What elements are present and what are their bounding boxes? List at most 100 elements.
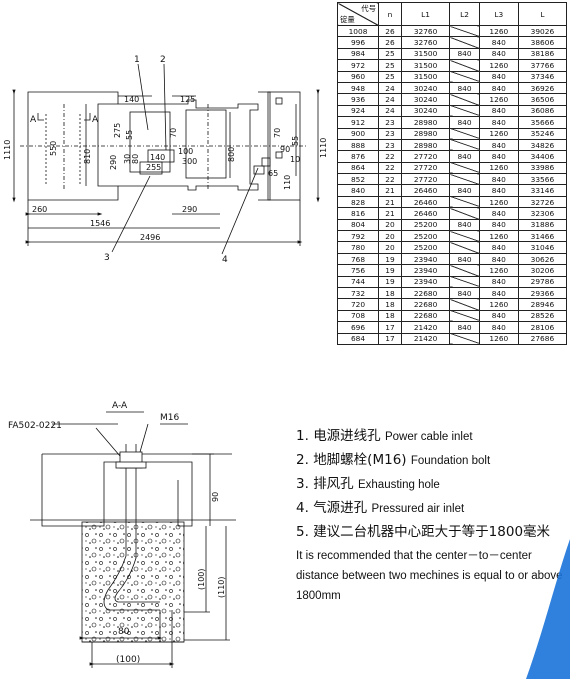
table-cell: 840 [478,36,519,49]
table-cell: 780 [337,241,379,254]
table-cell: 876 [337,150,379,163]
table-cell: 21 [378,184,402,197]
table-cell: 31466 [517,230,568,243]
table-cell: 1260 [478,230,519,243]
legend-item-3: 3. 排风孔 Exhausting hole [296,476,440,492]
table-cell: 36086 [517,104,568,118]
table-cell: 1260 [478,24,519,38]
dim-70-right: 70 [273,128,282,138]
table-cell: 22680 [400,309,451,323]
table-cell: 912 [337,116,379,129]
table-cell: 840 [478,207,519,220]
header-diagonal-cell: 代号 锭量 [337,2,379,26]
table-cell: 31886 [517,218,568,232]
table-cell: 840 [478,47,519,61]
table-cell: 32760 [400,36,451,49]
table-cell: 840 [478,241,519,254]
table-cell: 756 [337,264,379,277]
table-cell: 948 [337,81,379,95]
table-cell: 24 [378,104,402,118]
table-cell [449,264,480,277]
section-mark-left: A [30,115,37,125]
table-cell: 1260 [478,195,519,209]
table-cell: 31500 [400,47,451,61]
inner-block-1 [129,111,171,173]
table-cell: 17 [378,321,402,334]
bolt-size: M16 [160,413,179,423]
table-cell: 840 [449,252,480,266]
table-cell: 1260 [478,161,519,175]
dim-255: 255 [146,163,161,172]
part-number: FA502-0221 [8,421,62,431]
dim-290: 290 [182,205,197,214]
dim-140: 140 [124,95,139,104]
table-cell [449,241,480,254]
table-cell: 840 [449,47,480,61]
table-cell: 28106 [517,321,568,334]
dim-125: 125 [180,95,195,104]
col-header-l2: L2 [449,2,480,26]
dim-550: 550 [49,141,58,156]
table-cell: 21 [378,195,402,209]
table-cell: 31046 [517,241,568,254]
legend-note: It is recommended that the center－to－cen… [296,550,563,602]
table-cell: 20 [378,230,402,243]
table-cell: 32306 [517,207,568,220]
table-cell: 30240 [400,104,451,118]
dim-55-right: 55 [291,136,300,146]
dim-260: 260 [32,205,47,214]
dim-30: 30 [123,154,132,164]
table-cell: 23940 [400,275,451,289]
table-cell: 28980 [400,138,451,152]
table-cell [449,93,480,106]
table-cell: 37346 [517,70,568,83]
dim-2496: 2496 [140,233,160,242]
table-cell: 972 [337,59,379,72]
table-cell: 840 [478,218,519,232]
table-cell: 34406 [517,150,568,163]
table-cell: 28980 [400,127,451,140]
table-cell: 1260 [478,127,519,140]
table-cell: 864 [337,161,379,175]
table-cell: 19 [378,275,402,289]
dim-1546: 1546 [90,219,110,228]
table-cell: 26460 [400,184,451,197]
table-cell: 36926 [517,81,568,95]
table-cell [449,70,480,83]
table-cell: 732 [337,286,379,300]
table-cell: 840 [449,184,480,197]
legend-item-1: 1. 电源进线孔 Power cable inlet [296,428,473,444]
dim-300: 300 [182,157,197,166]
table-cell: 23940 [400,264,451,277]
table-cell [449,59,480,72]
table-cell: 840 [337,184,379,197]
table-cell: 840 [478,150,519,163]
table-cell: 24 [378,93,402,106]
table-cell: 696 [337,321,379,334]
section-dim-110: (110) [217,576,226,598]
table-cell: 936 [337,93,379,106]
table-cell: 31500 [400,70,451,83]
table-cell: 29366 [517,286,568,300]
table-cell: 30240 [400,93,451,106]
table-cell [449,332,480,345]
table-cell: 25 [378,47,402,61]
table-cell: 33986 [517,161,568,175]
legend-item-5: 5. 建议二台机器中心距大于等于1800毫米 [296,524,551,540]
table-cell: 31500 [400,59,451,72]
table-cell: 792 [337,230,379,243]
